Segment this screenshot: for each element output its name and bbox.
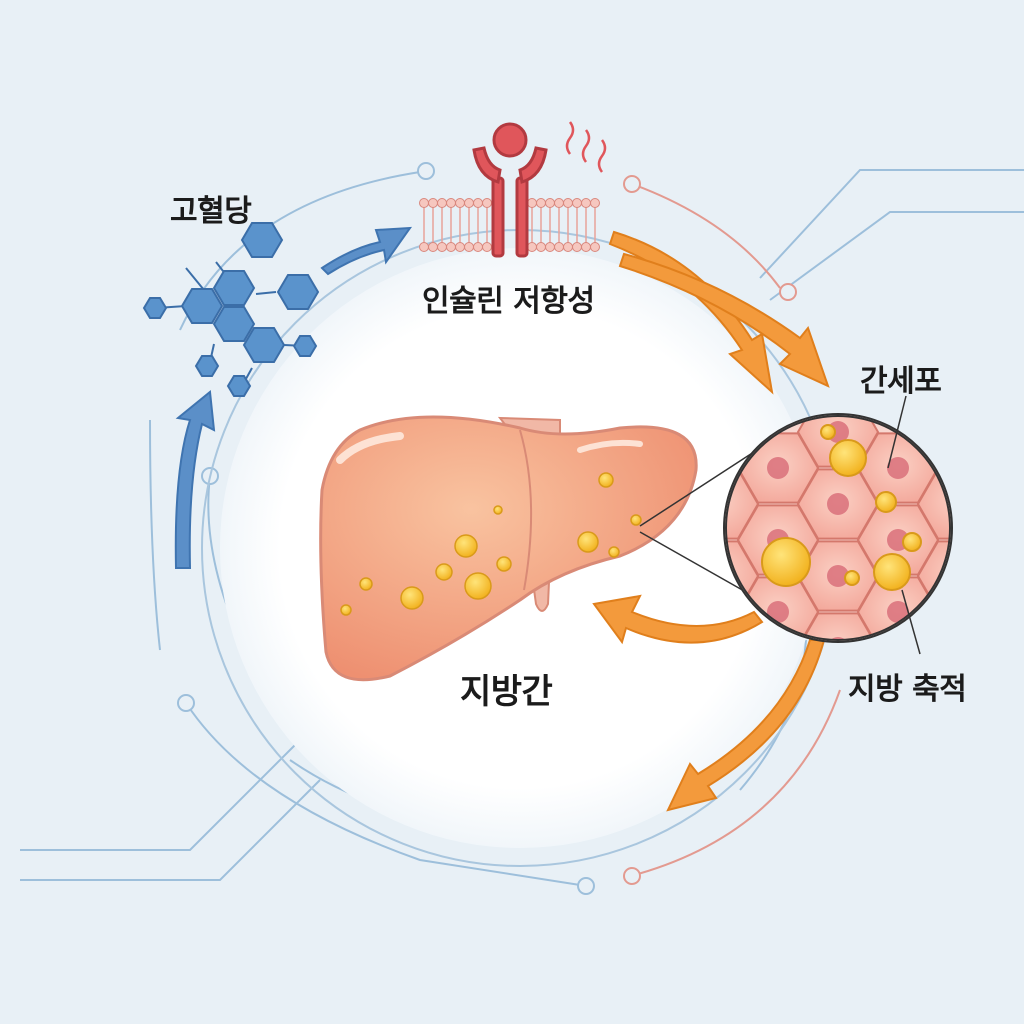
hepatocyte-zoom-icon (723, 413, 953, 643)
glucose-label: 고혈당 (170, 194, 252, 229)
zoom-line-top (639, 447, 761, 527)
signal-wave-icon (565, 121, 607, 173)
fatty-liver-label: 지방간 (460, 672, 553, 712)
hepatocyte-pointer (887, 395, 907, 469)
liver-fat-droplets (340, 472, 642, 616)
blue-arrow-right (320, 226, 413, 276)
zoom-line-bottom (639, 531, 761, 601)
insulin-receptor-icon (472, 122, 548, 258)
cell-membrane-icon (419, 198, 600, 252)
blue-arrow-up (174, 390, 216, 569)
orange-arrow-bottom (666, 639, 826, 812)
fat-pointer (901, 589, 921, 655)
glucose-molecule-icon (142, 222, 320, 397)
orange-arrow-down-2 (618, 252, 830, 388)
orange-arrow-left (592, 594, 764, 645)
insulin-resistance-label: 인슐린 저항성 (422, 284, 595, 319)
hepatocyte-label: 간세포 (860, 364, 942, 399)
fat-accumulation-label: 지방 축적 (848, 672, 967, 707)
circuit-lines (20, 162, 1024, 895)
